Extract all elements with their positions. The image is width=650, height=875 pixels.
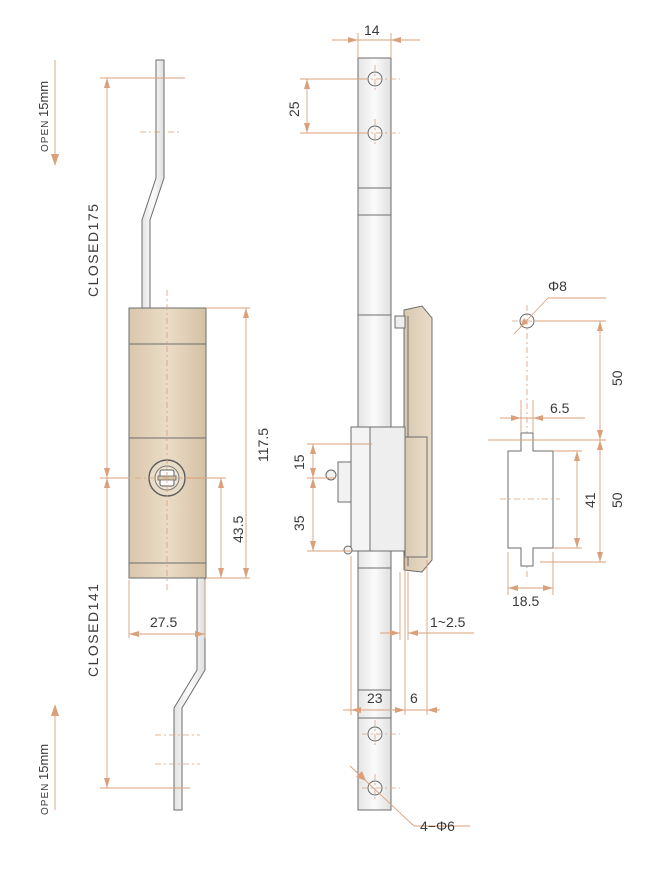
dim-27-5: 27.5: [150, 614, 177, 630]
cutout-view: [488, 297, 606, 595]
dim-41: 41: [582, 492, 598, 508]
open-top-label: OPEN: [40, 120, 51, 152]
open-bottom-label: OPEN: [40, 783, 51, 815]
dim-6-5: 6.5: [550, 400, 570, 416]
lower-rod: [173, 577, 206, 811]
dim-35: 35: [291, 515, 307, 531]
side-view: [300, 33, 474, 827]
dim-50-top: 50: [609, 370, 625, 386]
dim-14: 14: [364, 22, 380, 38]
dim-15: 15: [291, 454, 307, 470]
dim-1-2-5: 1~2.5: [430, 614, 466, 630]
dim-25: 25: [286, 101, 302, 117]
dim-117-5: 117.5: [255, 428, 271, 462]
dim-4-phi6: 4−Φ6: [420, 818, 455, 834]
dim-50-bottom: 50: [609, 492, 625, 508]
dim-23: 23: [367, 690, 383, 706]
closed-top-label: CLOSED175: [85, 203, 101, 297]
open-top-value: 15mm: [36, 81, 51, 117]
dim-43-5: 43.5: [230, 516, 246, 543]
front-view: [51, 59, 250, 811]
lock-body: [128, 307, 207, 579]
closed-bottom-label: CLOSED141: [85, 583, 101, 677]
labels: OPEN 15mm CLOSED175 CLOSED141 OPEN 15mm …: [36, 22, 625, 834]
dim-18-5: 18.5: [512, 593, 539, 609]
upper-rod: [141, 59, 165, 309]
open-bottom-value: 15mm: [36, 744, 51, 780]
cutout-shape: [507, 432, 554, 567]
dim-6: 6: [410, 690, 418, 706]
dim-phi8: Φ8: [548, 278, 567, 294]
